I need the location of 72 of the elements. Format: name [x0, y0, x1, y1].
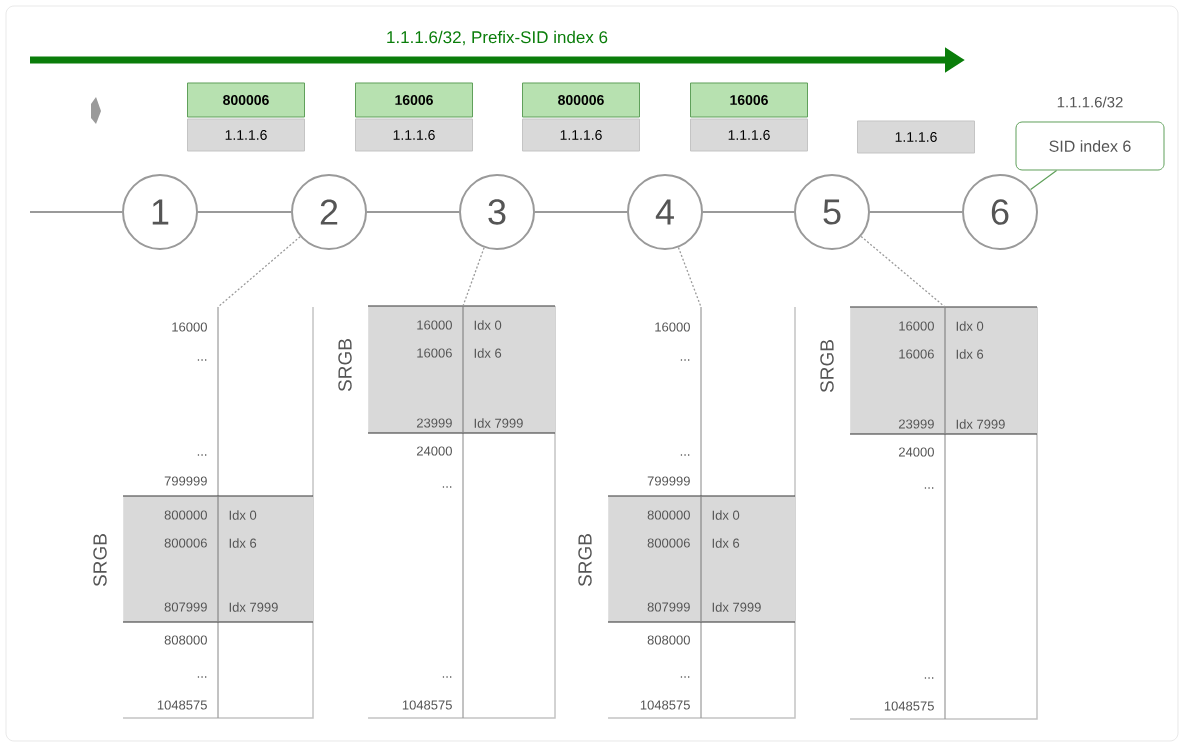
arrow-label: 1.1.1.6/32, Prefix-SID index 6 — [387, 30, 608, 46]
index-value: Idx 6 — [956, 349, 984, 359]
range-value: 1048575 — [157, 700, 207, 710]
index-value: Idx 0 — [229, 510, 257, 520]
callout-bubble: SID index 6 — [1015, 121, 1165, 171]
label-box: 800006 — [522, 82, 640, 118]
range-value: ... — [197, 676, 207, 678]
prefix-label: 1.1.1.6/32 — [1057, 96, 1123, 108]
range-value: 16006 — [899, 349, 934, 359]
index-value: Idx 0 — [474, 320, 502, 330]
link-line — [29, 211, 123, 213]
range-value: 24000 — [417, 446, 452, 456]
range-value: 16000 — [655, 322, 690, 332]
range-value: ... — [442, 676, 452, 678]
range-value: 808000 — [647, 635, 690, 645]
dotted-leader — [462, 247, 485, 307]
link-line — [197, 211, 292, 213]
address-box: 1.1.1.6 — [857, 120, 975, 154]
range-value: 800006 — [164, 538, 207, 548]
range-value: 807999 — [164, 602, 207, 612]
band-label: SRGB — [93, 534, 107, 587]
range-value: ... — [924, 487, 934, 489]
link-line — [366, 211, 460, 213]
dotted-leader — [677, 246, 702, 308]
range-value: 1048575 — [884, 701, 934, 711]
range-value: 16000 — [417, 320, 452, 330]
range-value: 800000 — [647, 510, 690, 520]
index-value: Idx 7999 — [229, 602, 278, 612]
index-value: Idx 0 — [956, 321, 984, 331]
index-value: Idx 7999 — [956, 419, 1005, 429]
label-box: 800006 — [187, 82, 305, 118]
index-value: Idx 6 — [229, 538, 257, 548]
address-box: 1.1.1.6 — [187, 118, 305, 152]
label-box: 16006 — [355, 82, 473, 118]
range-value: 23999 — [417, 418, 452, 428]
range-value: ... — [197, 359, 207, 361]
range-value: 1048575 — [640, 700, 690, 710]
range-value: 23999 — [899, 419, 934, 429]
range-value: ... — [442, 486, 452, 488]
link-line — [702, 211, 795, 213]
band-label: SRGB — [578, 534, 592, 587]
range-value: 808000 — [164, 635, 207, 645]
range-value: 799999 — [164, 476, 207, 486]
range-value: ... — [197, 454, 207, 456]
range-value: 800006 — [647, 538, 690, 548]
range-value: 24000 — [899, 447, 934, 457]
range-value: ... — [924, 677, 934, 679]
address-box: 1.1.1.6 — [522, 118, 640, 152]
range-value: ... — [680, 359, 690, 361]
range-value: 16000 — [172, 322, 207, 332]
dotted-leader — [217, 236, 301, 308]
range-value: 807999 — [647, 602, 690, 612]
range-value: 800000 — [164, 510, 207, 520]
band-label: SRGB — [338, 339, 352, 392]
index-value: Idx 7999 — [474, 418, 523, 428]
range-value: 16000 — [899, 321, 934, 331]
range-value: ... — [680, 454, 690, 456]
range-value: ... — [680, 676, 690, 678]
link-line — [869, 211, 963, 213]
index-value: Idx 6 — [712, 538, 740, 548]
range-value: 16006 — [417, 348, 452, 358]
dotted-leader — [860, 235, 946, 308]
label-box: 16006 — [690, 82, 808, 118]
index-value: Idx 6 — [474, 348, 502, 358]
range-value: 1048575 — [402, 700, 452, 710]
index-value: Idx 0 — [712, 510, 740, 520]
link-line — [534, 211, 628, 213]
band-label: SRGB — [820, 340, 834, 393]
range-value: 799999 — [647, 476, 690, 486]
index-value: Idx 7999 — [712, 602, 761, 612]
address-box: 1.1.1.6 — [355, 118, 473, 152]
address-box: 1.1.1.6 — [690, 118, 808, 152]
